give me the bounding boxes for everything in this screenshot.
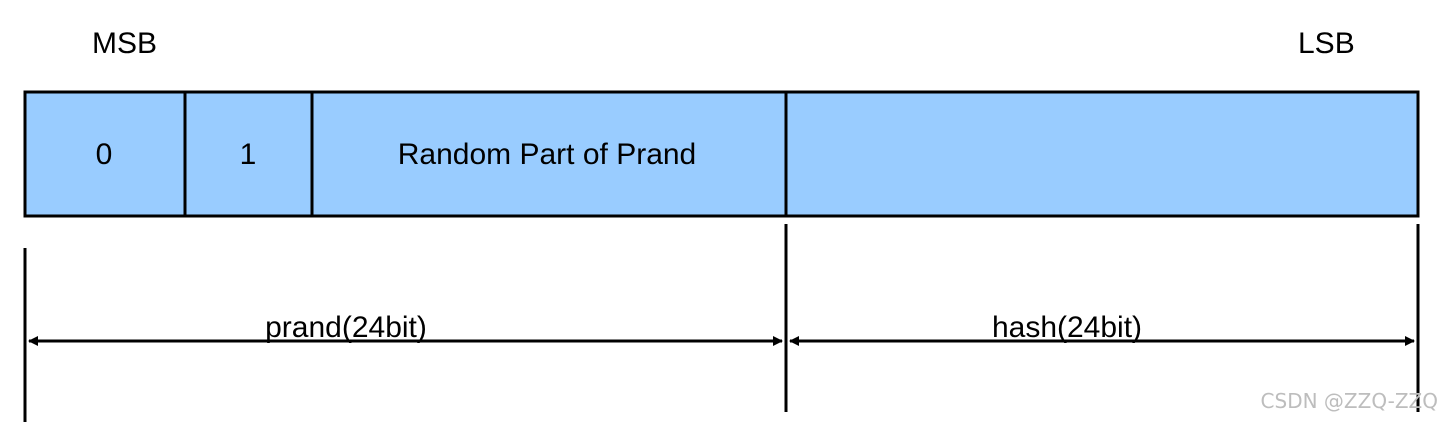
prand-span-label: prand(24bit) [265, 311, 427, 344]
field-bar: 0 1 Random Part of Prand [23, 90, 1420, 218]
field-bit-1: 1 [240, 138, 257, 171]
field-random-part: Random Part of Prand [398, 138, 697, 171]
field-bar-fill [23, 90, 1420, 218]
field-bit-0: 0 [96, 138, 113, 171]
csdn-watermark: CSDN @ZZQ-ZZQ [1261, 389, 1438, 413]
hash-span-label: hash(24bit) [992, 311, 1142, 344]
lsb-label: LSB [1298, 27, 1355, 60]
msb-label: MSB [92, 27, 157, 60]
